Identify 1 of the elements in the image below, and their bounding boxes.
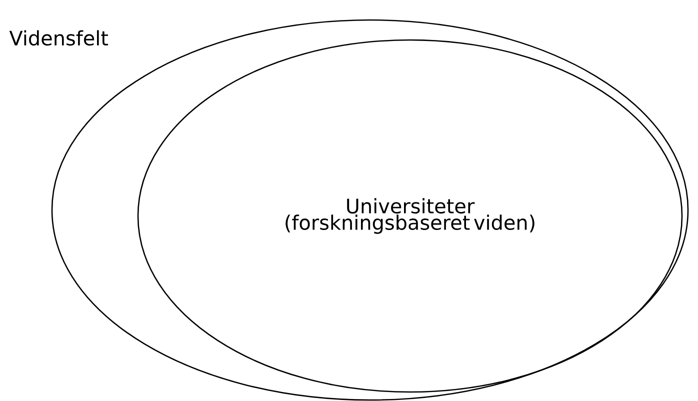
heading: Vidensfelt [9, 30, 108, 46]
